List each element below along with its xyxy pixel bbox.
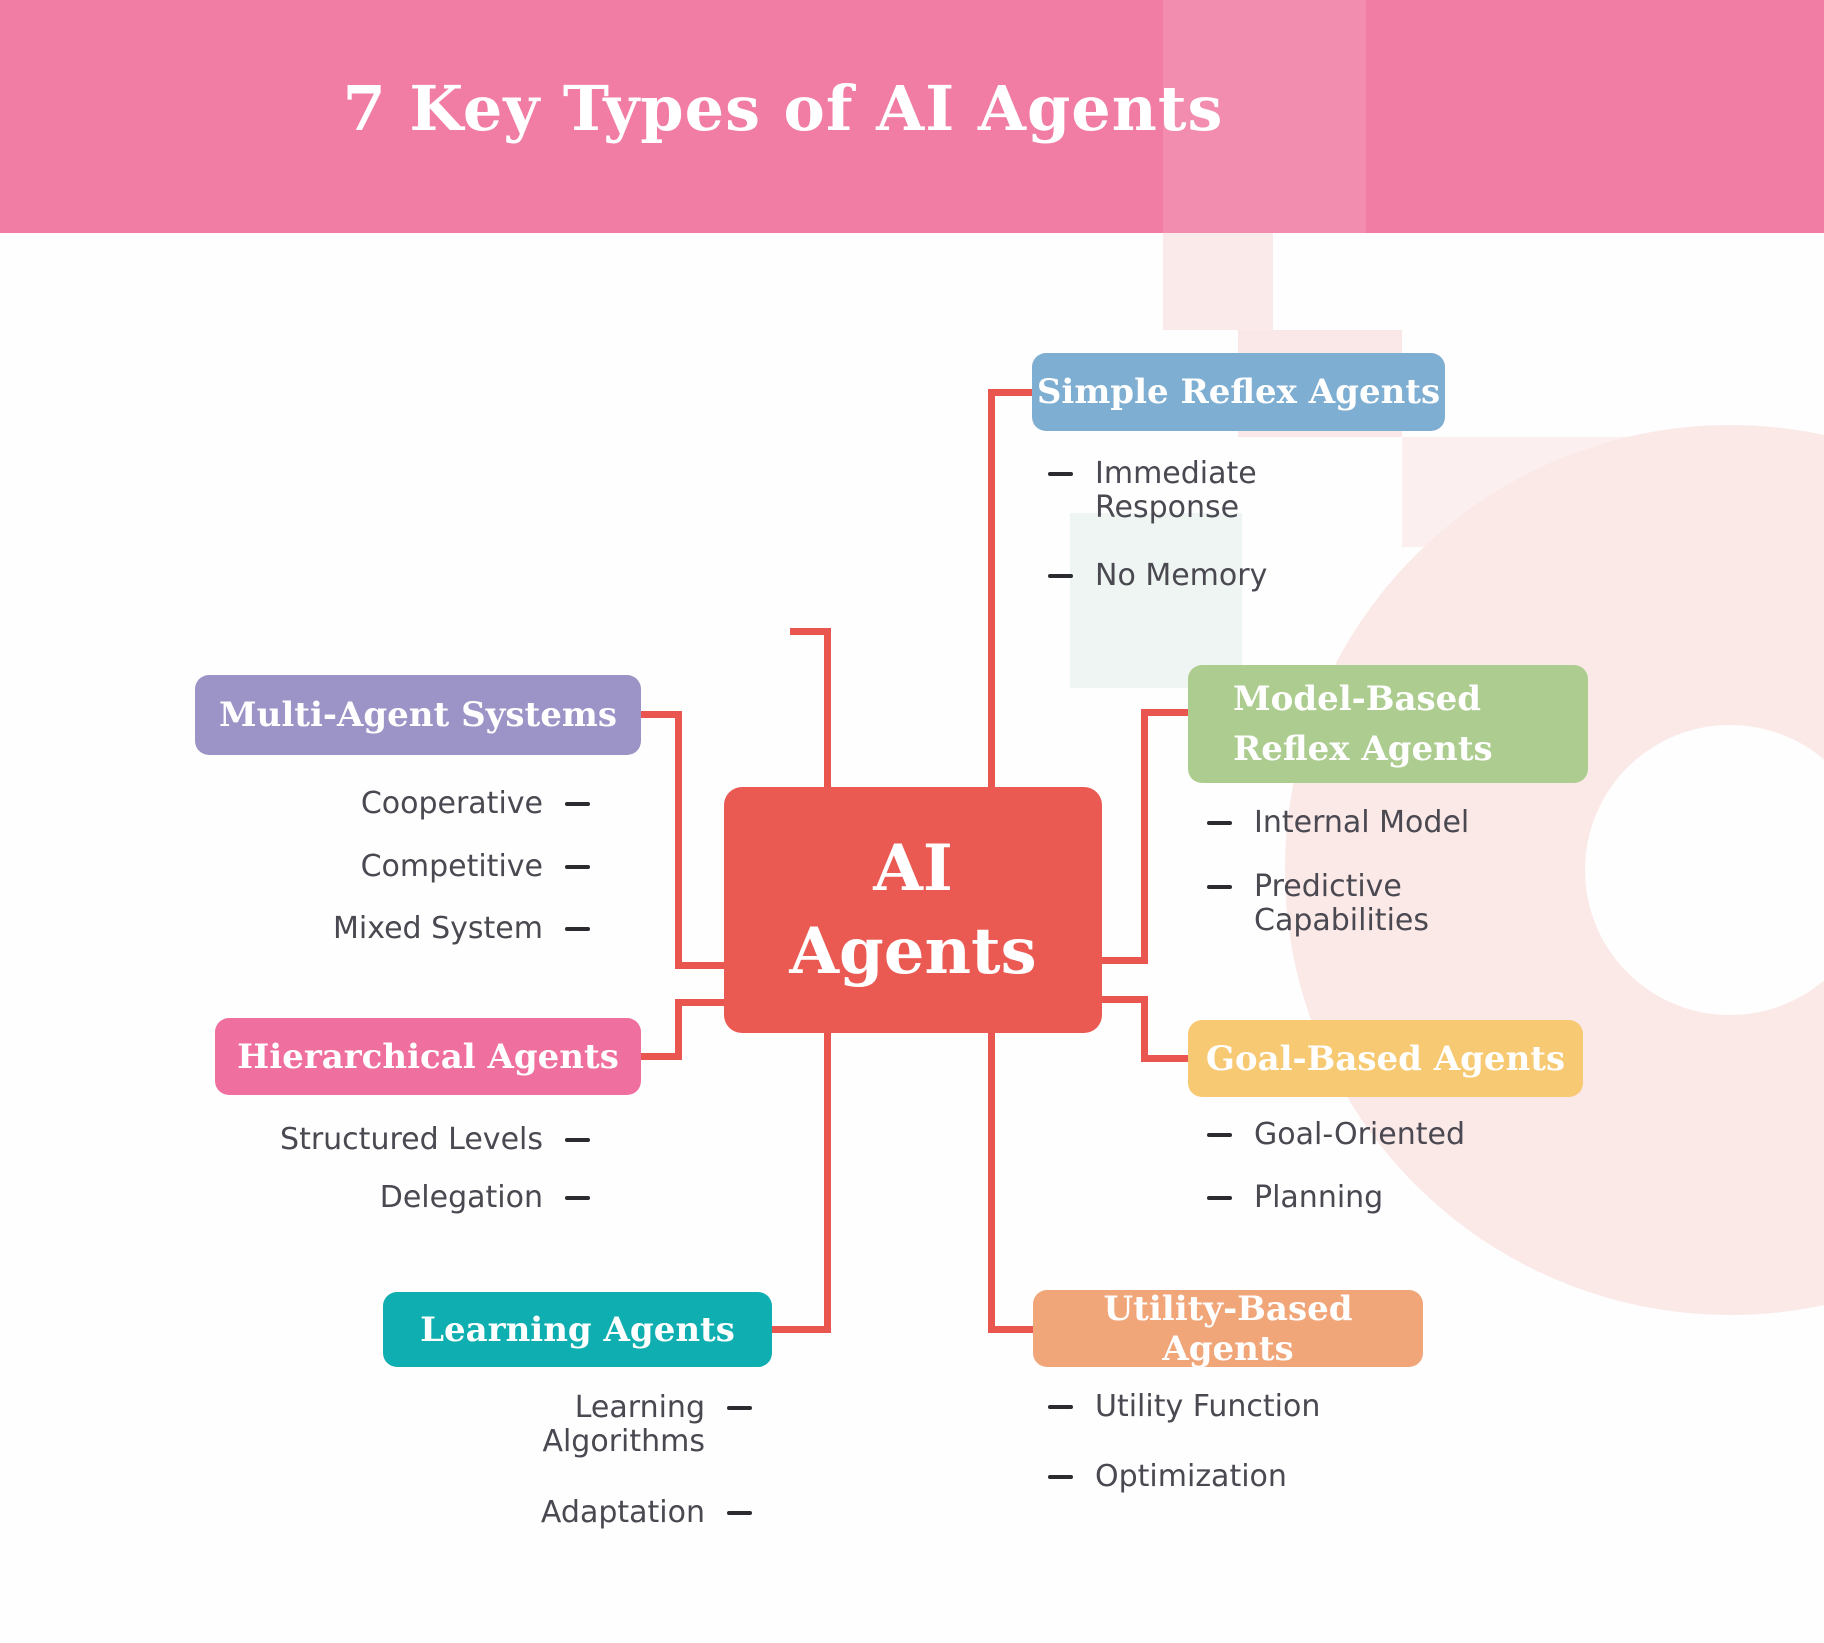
list-item: Learning Algorithms [542,1391,752,1459]
dash-icon [565,1138,590,1142]
list-item: Delegation [380,1181,590,1215]
list-item: Mixed System [333,912,590,946]
node-model-based-reflex-agents: Model-Based Reflex Agents [1188,665,1588,783]
connector-goal-based-h2 [1148,1055,1188,1062]
list-item: Predictive Capabilities [1207,870,1429,938]
connector-goal-based-v [1141,996,1148,1062]
watermark-square-teal [1070,513,1242,688]
connector-learning [772,1326,831,1333]
connector-model-based-v [1141,709,1148,964]
connector-multi-agent-v [675,711,682,969]
node-multi-agent-systems: Multi-Agent Systems [195,675,641,755]
watermark-square-pink-1 [1163,233,1273,330]
dash-icon [727,1406,752,1410]
connector-top-stub [790,628,824,635]
connector-hierarchical-h2 [675,999,724,1006]
dash-icon [1048,574,1073,578]
dash-icon [1207,1133,1232,1137]
dash-icon [727,1511,752,1515]
dash-icon [565,927,590,931]
page-title: 7 Key Types of AI Agents [342,72,1224,145]
node-hierarchical-agents: Hierarchical Agents [215,1018,641,1095]
connector-multi-agent-h2 [675,962,724,969]
dash-icon [1048,1405,1073,1409]
connector-simple-reflex [988,389,1032,396]
dash-icon [1207,885,1232,889]
connector-hierarchical-v [675,999,682,1060]
connector-model-based-h2 [1148,709,1188,716]
list-item: Immediate Response [1048,457,1257,525]
list-item: No Memory [1048,559,1267,593]
connector-goal-based-h1 [1102,996,1148,1003]
connector-model-based-h1 [1102,957,1148,964]
connector-utility-based [988,1326,1033,1333]
node-goal-based-agents: Goal-Based Agents [1188,1020,1583,1097]
list-item: Goal-Oriented [1207,1118,1465,1152]
connector-hierarchical-h1 [641,1053,682,1060]
list-item: Cooperative [361,787,590,821]
node-learning-agents: Learning Agents [383,1292,772,1367]
dash-icon [1207,1196,1232,1200]
node-ai-agents: AI Agents [724,787,1102,1033]
connector-multi-agent-h1 [641,711,682,718]
list-item: Planning [1207,1181,1383,1215]
watermark-header-overlay [1163,0,1366,233]
dash-icon [565,1196,590,1200]
dash-icon [1048,472,1073,476]
list-item: Adaptation [541,1496,752,1530]
node-utility-based-agents: Utility-Based Agents [1033,1289,1423,1369]
list-item: Internal Model [1207,806,1469,840]
list-item: Competitive [361,850,590,884]
dash-icon [565,865,590,869]
dash-icon [1207,821,1232,825]
list-item: Utility Function [1048,1390,1320,1424]
node-simple-reflex-agents: Simple Reflex Agents [1032,353,1445,431]
list-item: Optimization [1048,1460,1287,1494]
header-banner: 7 Key Types of AI Agents [0,0,1824,233]
dash-icon [1048,1475,1073,1479]
dash-icon [565,802,590,806]
list-item: Structured Levels [280,1123,590,1157]
